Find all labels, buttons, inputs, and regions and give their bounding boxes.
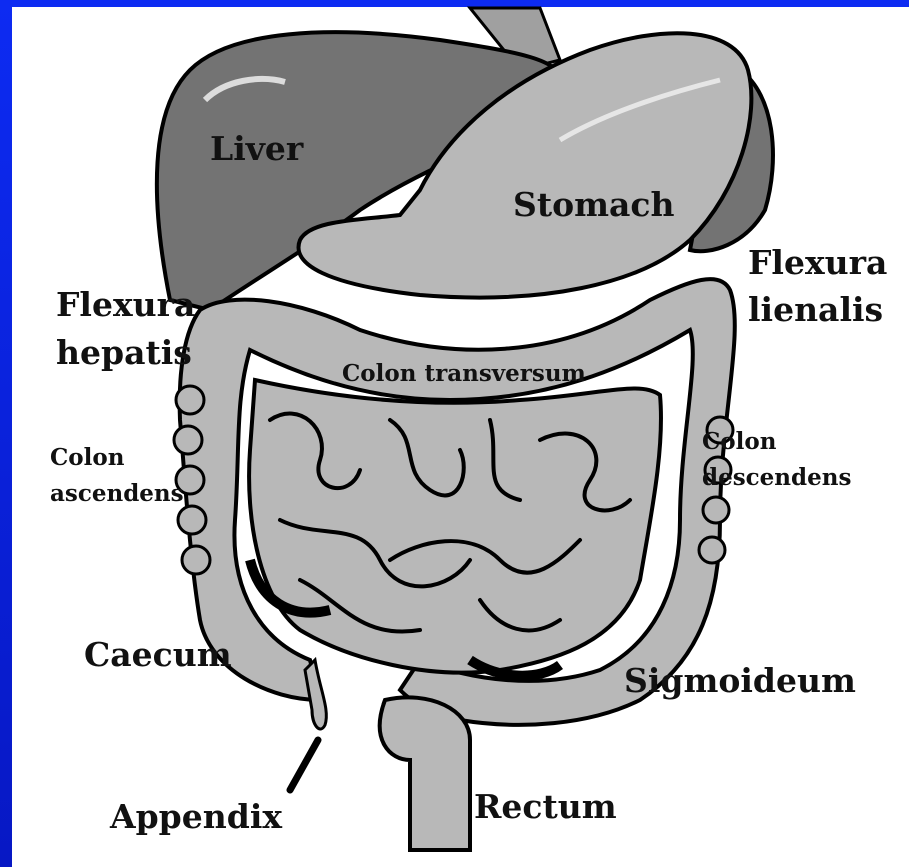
appendix-shape: [305, 660, 326, 729]
label-rectum: Rectum: [474, 790, 617, 825]
rectum-shape: [380, 697, 470, 850]
label-flexura-hepatis-line1: Flexura: [56, 288, 195, 323]
label-stomach: Stomach: [513, 188, 674, 223]
label-colon-descendens-line2: descendens: [702, 466, 851, 490]
label-colon-transversum: Colon transversum: [342, 362, 586, 386]
label-appendix: Appendix: [110, 800, 282, 835]
label-flexura-hepatis-line2: hepatis: [56, 336, 192, 371]
label-sigmoideum: Sigmoideum: [624, 664, 856, 699]
label-colon-ascendens-line1: Colon: [50, 446, 124, 470]
label-colon-ascendens-line2: ascendens: [50, 482, 184, 506]
label-colon-descendens-line1: Colon: [702, 430, 776, 454]
label-flexura-lienalis-line2: lienalis: [748, 293, 883, 328]
label-flexura-lienalis-line1: Flexura: [748, 246, 887, 281]
label-caecum: Caecum: [84, 638, 232, 673]
appendix-pointer: [290, 740, 318, 790]
label-liver: Liver: [210, 132, 303, 167]
